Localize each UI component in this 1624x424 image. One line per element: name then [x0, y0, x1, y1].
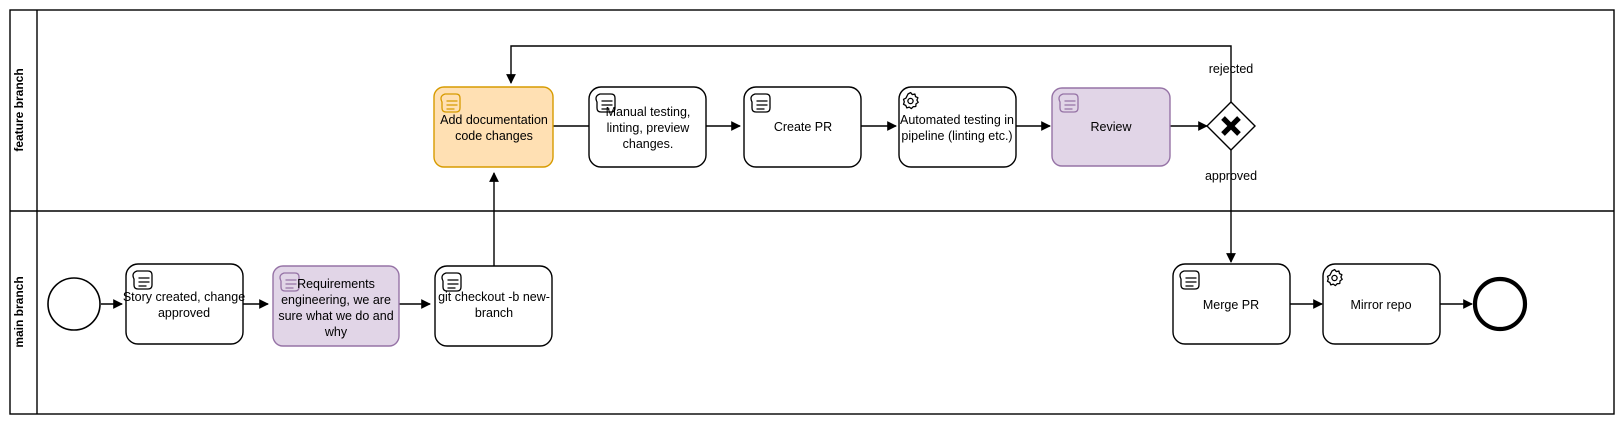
task-merge-pr-box — [1172, 263, 1291, 345]
task-requirements-line-4: why — [324, 325, 348, 339]
start-event[interactable] — [47, 277, 101, 331]
lane-label-main-branch: main branch — [12, 276, 26, 347]
task-story-created-line-1: Story created, change — [123, 290, 245, 304]
task-requirements-line-1: Requirements — [297, 277, 375, 291]
pool-container — [9, 9, 1615, 415]
task-requirements-line-2: engineering, we are — [281, 293, 391, 307]
task-review-label: Review — [1091, 120, 1133, 134]
manual-task-icon — [440, 93, 461, 113]
manual-task-icon — [132, 270, 153, 290]
manual-task-icon — [750, 93, 771, 113]
lane-feature-branch[interactable]: feature branch — [12, 68, 26, 151]
lane-main-branch[interactable]: main branch — [12, 276, 26, 347]
task-manual-testing-line-1: Manual testing, — [606, 105, 691, 119]
task-requirements-line-3: sure what we do and — [278, 309, 393, 323]
manual-task-icon — [279, 272, 300, 292]
task-git-checkout-line-2: branch — [475, 306, 513, 320]
task-create-pr-label: Create PR — [774, 120, 832, 134]
task-mirror-repo-label: Mirror repo — [1350, 298, 1411, 312]
flow-label-approved: approved — [1205, 169, 1257, 183]
task-git-checkout-line-1: git checkout -b new- — [438, 290, 550, 304]
task-story-created-line-2: approved — [158, 306, 210, 320]
task-review[interactable]: Review — [1051, 87, 1171, 167]
task-mirror-repo-box — [1322, 263, 1441, 345]
task-merge-pr-label: Merge PR — [1203, 298, 1259, 312]
manual-task-icon — [1179, 270, 1200, 290]
flow-label-rejected: rejected — [1209, 62, 1254, 76]
task-requirements-engineering-box — [272, 265, 400, 347]
task-review-box — [1051, 87, 1171, 167]
pool-border — [9, 9, 1615, 415]
task-create-pr-box — [743, 86, 862, 168]
manual-task-icon — [1058, 93, 1079, 113]
task-manual-testing-box — [588, 86, 707, 168]
task-automated-testing-line-2: pipeline (linting etc.) — [901, 129, 1012, 143]
service-task-gear-icon — [902, 91, 919, 110]
task-story-created[interactable]: Story created, change approved — [123, 263, 245, 345]
service-task-gear-icon — [1326, 268, 1343, 287]
task-story-created-box — [125, 263, 244, 345]
task-git-checkout[interactable]: git checkout -b new- branch — [434, 265, 553, 347]
task-add-documentation[interactable]: Add documentation code changes — [433, 86, 554, 168]
task-git-checkout-box — [434, 265, 553, 347]
task-add-documentation-box — [433, 86, 554, 168]
task-create-pr[interactable]: Create PR — [743, 86, 862, 168]
end-event[interactable] — [1472, 276, 1528, 332]
task-merge-pr[interactable]: Merge PR — [1172, 263, 1291, 345]
task-automated-testing[interactable]: Automated testing in pipeline (linting e… — [898, 86, 1017, 168]
lane-label-feature-branch: feature branch — [12, 68, 26, 151]
task-manual-testing-line-2: linting, preview — [607, 121, 691, 135]
flow-labels: rejected approved — [1205, 62, 1257, 183]
task-mirror-repo[interactable]: Mirror repo — [1322, 263, 1441, 345]
gateway-review-decision[interactable] — [1206, 101, 1256, 151]
task-manual-testing[interactable]: Manual testing, linting, preview changes… — [588, 86, 707, 168]
task-automated-testing-box — [898, 86, 1017, 168]
flow-gateway-rejected-loop[interactable] — [506, 45, 1232, 102]
start-event-circle — [47, 277, 101, 331]
task-automated-testing-line-1: Automated testing in — [900, 113, 1014, 127]
task-add-documentation-line-1: Add documentation — [440, 113, 548, 127]
task-manual-testing-line-3: changes. — [623, 137, 674, 151]
sequence-flows — [101, 45, 1473, 309]
task-add-documentation-line-2: code changes — [455, 129, 533, 143]
manual-task-icon — [595, 93, 616, 113]
manual-task-icon — [441, 272, 462, 292]
task-requirements-engineering[interactable]: Requirements engineering, we are sure wh… — [272, 265, 400, 347]
gateway-x-icon — [1221, 116, 1241, 136]
end-event-circle — [1472, 276, 1528, 332]
